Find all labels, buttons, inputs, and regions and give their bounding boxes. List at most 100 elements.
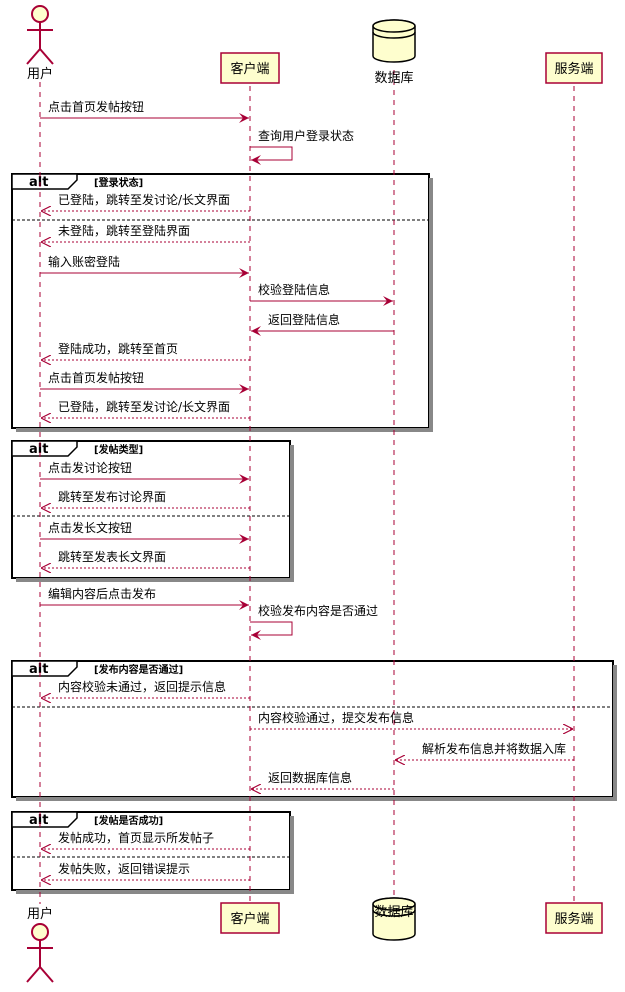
fragment-shadow [429,178,433,432]
database-top [372,897,416,911]
message: 返回数据库信息 [251,770,394,789]
fragment-tab [11,173,78,190]
participant-user-bottom: 用户 [26,906,54,983]
message: 输入账密登陆 [40,254,249,278]
message-label: 未登陆，跳转至登陆界面 [58,223,190,238]
fragment-shadow [16,890,294,894]
participant-box [545,902,603,934]
fragment-kind: alt [29,813,48,828]
alt-fragment: alt [发帖类型] [11,440,294,582]
fragment-kind: alt [29,442,48,457]
actor-leg-left [26,48,41,65]
participant-box [220,52,280,84]
participant-user-top: 用户 [26,5,54,82]
participant-client-top: 客户端 [220,52,280,84]
participant-server-bottom: 服务端 [545,902,603,934]
database-band [372,31,416,39]
message-label: 点击发讨论按钮 [48,460,132,475]
message-label: 编辑内容后点击发布 [48,586,156,601]
self-message-arrow [250,621,293,640]
message-label: 查询用户登录状态 [258,128,354,143]
message: 已登陆，跳转至发讨论/长文界面 [41,399,250,418]
participant-label: 用户 [27,906,53,922]
actor-head [31,5,49,23]
alt-fragment: alt [登录状态] [11,173,433,432]
message: 跳转至发表长文界面 [41,549,250,568]
fragment-kind: alt [29,662,48,677]
message: 点击首页发帖按钮 [40,370,249,394]
message-label: 点击首页发帖按钮 [48,99,144,114]
participant-client-bottom: 客户端 [220,902,280,934]
actor-leg-right [39,966,54,983]
message: 查询用户登录状态 [250,128,354,165]
message: 发帖失败，返回错误提示 [41,861,250,880]
message-label: 点击发长文按钮 [48,520,132,535]
participant-label: 服务端 [554,61,593,77]
message-label: 跳转至发表长文界面 [58,549,166,564]
message-label: 内容校验通过，提交发布信息 [258,710,414,725]
participant-label: 客户端 [230,911,269,927]
fragment-kind: alt [29,175,48,190]
fragment-shadow [16,797,617,801]
message-label: 返回数据库信息 [268,770,352,785]
message: 校验发布内容是否通过 [250,603,378,640]
fragment-condition: [发帖类型] [94,443,143,456]
fragment-tab [11,660,78,677]
message: 点击发长文按钮 [40,520,249,544]
alt-fragment: alt [发布内容是否通过] [11,660,617,801]
message: 已登陆，跳转至发讨论/长文界面 [41,192,250,211]
message-label: 登陆成功，跳转至首页 [58,341,178,356]
database-band [372,909,416,917]
message-label: 跳转至发布讨论界面 [58,489,166,504]
fragment-tab [11,811,78,828]
participant-label: 数据库 [374,904,413,920]
message-label: 内容校验未通过，返回提示信息 [58,679,226,694]
participant-label: 用户 [27,66,53,82]
actor-leg-left [26,966,41,983]
message: 登陆成功，跳转至首页 [41,341,250,360]
message: 点击发讨论按钮 [40,460,249,484]
database-top [372,19,416,33]
message-label: 已登陆，跳转至发讨论/长文界面 [58,399,230,414]
message: 跳转至发布讨论界面 [41,489,250,508]
participant-db-top: 数据库 [372,19,416,86]
message: 点击首页发帖按钮 [40,99,249,123]
fragment-tab [11,440,78,457]
participant-box [220,902,280,934]
message: 内容校验未通过，返回提示信息 [41,679,250,698]
message: 发帖成功，首页显示所发帖子 [41,830,250,849]
message-label: 输入账密登陆 [48,254,120,269]
message-label: 发帖失败，返回错误提示 [58,861,190,876]
fragment-shadow [613,665,617,801]
fragment-condition: [登录状态] [94,176,143,189]
message-label: 校验登陆信息 [258,282,330,297]
message-label: 校验发布内容是否通过 [258,603,378,618]
message: 内容校验通过，提交发布信息 [250,710,573,729]
fragment-shadow [290,816,294,894]
participant-label: 服务端 [554,911,593,927]
participant-db-bottom: 数据库 [372,897,416,941]
actor-leg-right [39,48,54,65]
self-message-arrow [250,146,293,165]
participant-label: 客户端 [230,61,269,77]
participant-box [545,52,603,84]
participant-label: 数据库 [374,70,413,86]
message: 返回登陆信息 [251,312,394,336]
message-label: 已登陆，跳转至发讨论/长文界面 [58,192,230,207]
fragment-shadow [16,428,433,432]
message: 未登陆，跳转至登陆界面 [41,223,250,242]
fragment-shadow [16,578,294,582]
message: 校验登陆信息 [250,282,393,306]
fragment-shadow [290,445,294,582]
alt-fragment: alt [发帖是否成功] [11,811,294,894]
message: 解析发布信息并将数据入库 [395,741,574,760]
message-label: 发帖成功，首页显示所发帖子 [58,830,214,845]
participant-server-top: 服务端 [545,52,603,84]
message-label: 解析发布信息并将数据入库 [422,741,566,756]
message-label: 返回登陆信息 [268,312,340,327]
message-label: 点击首页发帖按钮 [48,370,144,385]
fragment-condition: [发帖是否成功] [94,814,163,827]
actor-head [31,923,49,941]
fragment-condition: [发布内容是否通过] [94,663,183,676]
